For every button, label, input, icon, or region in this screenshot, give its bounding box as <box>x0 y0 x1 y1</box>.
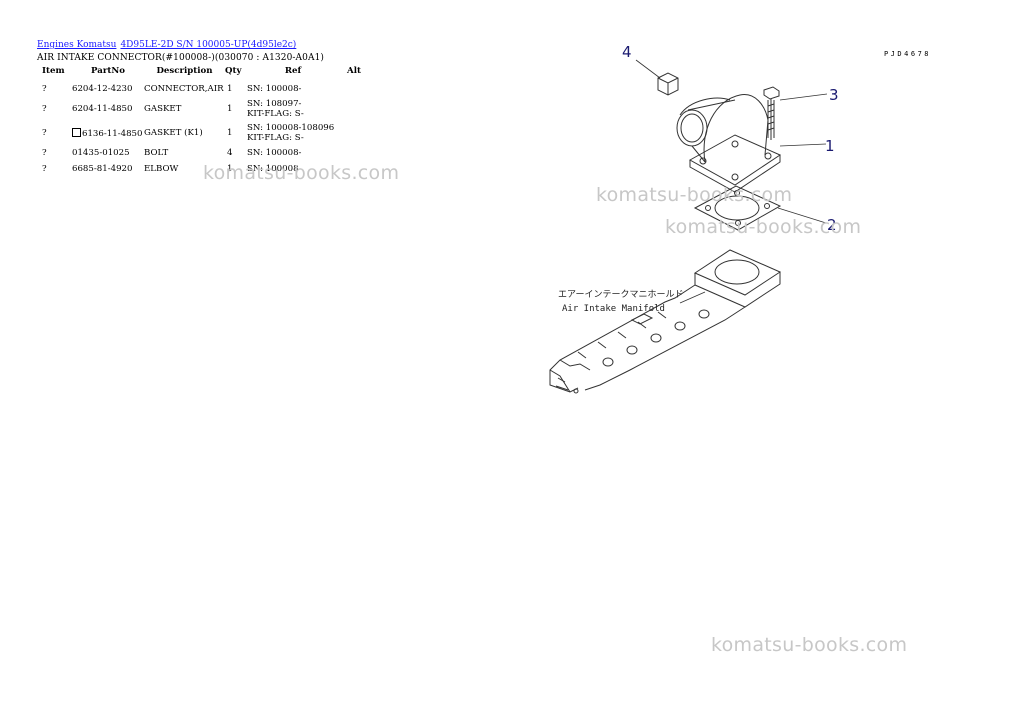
cell-ref: SN: 100008- <box>247 145 339 161</box>
header-qty: Qty <box>225 66 242 76</box>
cell-partno: 6136-11-4850 <box>72 121 144 145</box>
table-row: ? 6685-81-4920 ELBOW 1 SN: 100008- <box>37 161 369 177</box>
cell-description: CONNECTOR,AIR <box>144 84 224 94</box>
bolt-drawing <box>763 86 780 140</box>
ref-kit-flag: KIT-FLAG: S- <box>247 109 304 119</box>
gasket-drawing <box>693 185 782 231</box>
cell-item: ? <box>42 128 47 138</box>
cell-qty: 1 <box>227 84 233 94</box>
breadcrumb-link-engines[interactable]: Engines Komatsu <box>37 40 117 50</box>
header-ref: Ref <box>284 66 302 76</box>
callout-3: 3 <box>829 86 839 104</box>
header-description: Description <box>156 66 213 76</box>
callout-4: 4 <box>622 43 632 61</box>
parts-diagram: 4 3 1 2 エアーインテークマニホールド Air Intake Manifo… <box>549 43 839 394</box>
header-item: Item <box>42 66 65 76</box>
cell-partno: 6204-11-4850 <box>72 104 133 114</box>
ref-sn: SN: 100008- <box>247 164 302 174</box>
cell-partno: 6204-12-4230 <box>72 84 133 94</box>
watermark: komatsu-books.com <box>203 162 400 184</box>
cell-item: ? <box>42 104 47 114</box>
ref-sn: SN: 100008-108096 <box>247 123 335 133</box>
cell-item: ? <box>42 148 47 158</box>
manifold-label-en: Air Intake Manifold <box>562 304 665 314</box>
ref-kit-flag: KIT-FLAG: S- <box>247 133 304 143</box>
cell-description: GASKET <box>144 104 182 114</box>
table-row: ? 6136-11-4850 GASKET (K1) 1 SN: 100008-… <box>37 121 369 145</box>
breadcrumb-link-model[interactable]: 4D95LE-2D S/N 100005-UP(4d95le2c) <box>120 40 297 50</box>
cell-description: GASKET (K1) <box>144 128 203 138</box>
table-row: ? 6204-11-4850 GASKET 1 SN: 108097-KIT-F… <box>37 97 369 121</box>
cell-qty: 1 <box>227 104 233 114</box>
ref-sn: SN: 100008- <box>247 84 302 94</box>
cell-qty: 1 <box>227 128 233 138</box>
manifold-label-jp: エアーインテークマニホールド <box>558 289 683 300</box>
table-row: ? 6204-12-4230 CONNECTOR,AIR 1 SN: 10000… <box>37 81 369 97</box>
callout-2: 2 <box>827 216 837 234</box>
cell-alt <box>339 121 369 145</box>
cell-partno: 01435-01025 <box>72 148 130 158</box>
intake-manifold-drawing <box>549 249 782 394</box>
cell-ref: SN: 100008- <box>247 81 339 97</box>
watermark: komatsu-books.com <box>711 634 908 656</box>
cell-ref: SN: 100008- <box>247 161 339 177</box>
header-partno: PartNo <box>91 66 125 76</box>
cell-alt <box>339 145 369 161</box>
air-connector-drawing <box>676 94 782 193</box>
cell-description: BOLT <box>144 148 169 158</box>
cell-description: ELBOW <box>144 164 179 174</box>
watermark: komatsu-books.com <box>596 184 793 206</box>
cell-alt <box>339 97 369 121</box>
watermark: komatsu-books.com <box>665 216 862 238</box>
page-title: AIR INTAKE CONNECTOR(#100008-)(030070 : … <box>37 53 325 63</box>
drawing-code: PJD4678 <box>884 50 932 58</box>
cell-qty: 4 <box>227 148 233 158</box>
parts-table: Item PartNo Description Qty Ref Alt ? 62… <box>37 66 369 177</box>
cell-item: ? <box>42 164 47 174</box>
cell-item: ? <box>42 84 47 94</box>
partno-text: 6136-11-4850 <box>82 128 143 139</box>
elbow-drawing <box>657 72 679 96</box>
table-row: ? 01435-01025 BOLT 4 SN: 100008- <box>37 145 369 161</box>
cell-alt <box>339 81 369 97</box>
cell-ref: SN: 108097-KIT-FLAG: S- <box>247 97 339 121</box>
header-alt: Alt <box>347 66 361 76</box>
ref-sn: SN: 108097- <box>247 99 302 109</box>
cell-qty: 1 <box>227 164 233 174</box>
ref-sn: SN: 100008- <box>247 148 302 158</box>
callout-1: 1 <box>825 137 835 155</box>
box-marker-icon <box>72 127 81 137</box>
cell-partno: 6685-81-4920 <box>72 164 133 174</box>
table-header-row: Item PartNo Description Qty Ref Alt <box>37 66 369 81</box>
